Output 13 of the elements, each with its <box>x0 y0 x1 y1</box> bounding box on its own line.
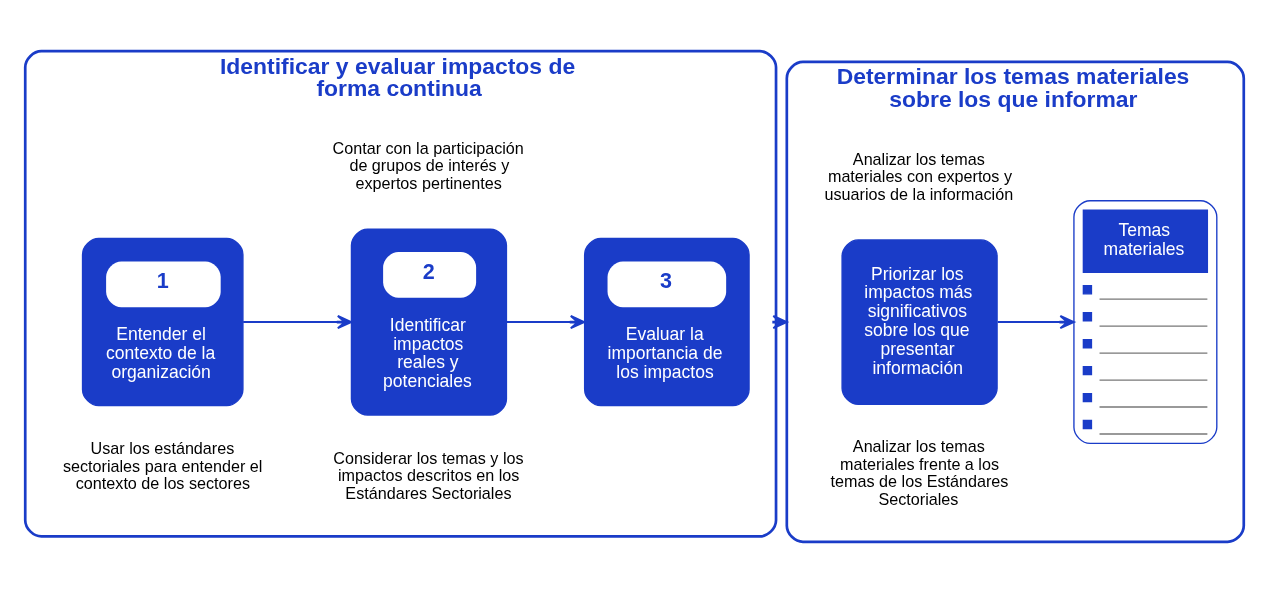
node-label: Analizar los temas materiales frente a los temas de los Estándares Sectoriales <box>830 437 1009 508</box>
arrow <box>997 315 1075 330</box>
node-box: 2 Identificar impactos reales y potenciales <box>350 228 508 416</box>
node-label: Considerar los temas y los impactos descritos en los Estándares Sectoriales <box>333 448 524 502</box>
node-box: 1 Entender el contexto de la organización <box>81 237 244 407</box>
node-label: Usar los estándares sectoriales para entender el contexto de los sectores <box>62 439 263 493</box>
arrow <box>243 315 353 330</box>
node-box: Temas materiales <box>1073 200 1218 445</box>
node-box: Priorizar los impactos más significativos sobre los que presentar información <box>841 239 998 405</box>
node-label: Analizar los temas materiales con expertos y usuarios de la información <box>824 149 1014 203</box>
node-box: 3 Evaluar la importancia de los impactos <box>583 237 750 407</box>
node-label: Contar con la participación de grupos de interés y expertos pertinentes <box>332 138 524 192</box>
arrow <box>506 315 586 330</box>
